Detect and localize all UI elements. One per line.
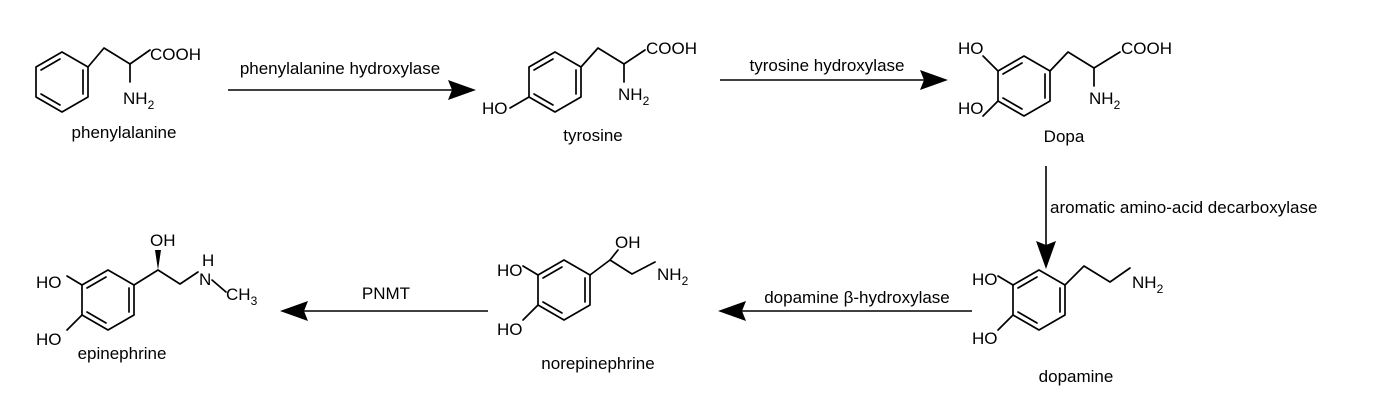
dopamine-label: dopamine: [1039, 367, 1114, 386]
epinephrine-ch3-label: CH3: [226, 285, 258, 308]
dopa-cooh-label: COOH: [1121, 39, 1172, 58]
norepinephrine-nh-label: NH2: [657, 265, 689, 288]
dopa-ho-bottom-label: HO: [958, 99, 984, 118]
norepinephrine-ho-top-label: HO: [497, 261, 523, 280]
arrow-norepinephrine-to-epinephrine: PNMT: [280, 284, 488, 321]
phenylalanine-cooh-label: COOH: [150, 45, 201, 64]
epinephrine-label: epinephrine: [78, 344, 167, 363]
dopamine-structure: NH2 HO HO dopamine: [972, 265, 1164, 386]
tyrosine-nh-label: NH2: [618, 85, 650, 108]
dopa-ring: [997, 55, 1051, 117]
epinephrine-ring: [81, 269, 135, 331]
dopa-structure: COOH NH2 HO HO Dopa: [958, 39, 1172, 146]
phenylalanine-label: phenylalanine: [72, 123, 177, 142]
phenylalanine-structure: COOH NH2 phenylalanine: [35, 45, 201, 142]
dopamine-ring: [1012, 269, 1066, 331]
epinephrine-wedge-bond: [155, 250, 161, 270]
norepinephrine-ho-bottom-label: HO: [497, 320, 523, 339]
epinephrine-structure: OH H N CH3 HO HO epinephrine: [36, 231, 258, 363]
dopamine-ho-bottom-label: HO: [972, 329, 998, 348]
epinephrine-oh-label: OH: [150, 231, 176, 250]
phenylalanine-nh-label: NH2: [123, 89, 155, 112]
epinephrine-ho-top-label: HO: [36, 273, 62, 292]
epinephrine-h-label: H: [202, 251, 214, 270]
dopamine-beta-hydroxylase-label: dopamine β-hydroxylase: [764, 288, 950, 307]
arrow-tyrosine-to-dopa: tyrosine hydroxylase: [720, 56, 948, 90]
tyrosine-hydroxylase-label: tyrosine hydroxylase: [750, 56, 905, 75]
arrow-phenylalanine-to-tyrosine: phenylalanine hydroxylase: [228, 59, 476, 100]
arrow-dopamine-to-norepinephrine: dopamine β-hydroxylase: [718, 288, 972, 321]
phenylalanine-hydroxylase-label: phenylalanine hydroxylase: [240, 59, 440, 78]
dopamine-nh-label: NH2: [1132, 273, 1164, 296]
tyrosine-ring: [528, 51, 582, 113]
phenylalanine-ring: [35, 51, 89, 113]
norepinephrine-oh-label: OH: [615, 233, 641, 252]
tyrosine-structure: COOH NH2 HO tyrosine: [482, 39, 697, 145]
epinephrine-n-label: N: [199, 270, 211, 289]
epinephrine-ho-bottom-label: HO: [36, 330, 62, 349]
tyrosine-cooh-label: COOH: [646, 39, 697, 58]
dopamine-ho-top-label: HO: [972, 270, 998, 289]
norepinephrine-structure: OH NH2 HO HO norepinephrine: [497, 233, 689, 373]
aadc-label: aromatic amino-acid decarboxylase: [1050, 198, 1317, 217]
norepinephrine-ring: [537, 259, 591, 321]
arrow-dopa-to-dopamine: aromatic amino-acid decarboxylase: [1036, 166, 1317, 269]
dopa-ho-top-label: HO: [958, 39, 984, 58]
pnmt-label: PNMT: [362, 284, 410, 303]
norepinephrine-label: norepinephrine: [541, 354, 654, 373]
dopa-label: Dopa: [1044, 127, 1085, 146]
tyrosine-label: tyrosine: [563, 126, 623, 145]
tyrosine-ho-label: HO: [482, 99, 508, 118]
dopa-nh-label: NH2: [1089, 89, 1121, 112]
